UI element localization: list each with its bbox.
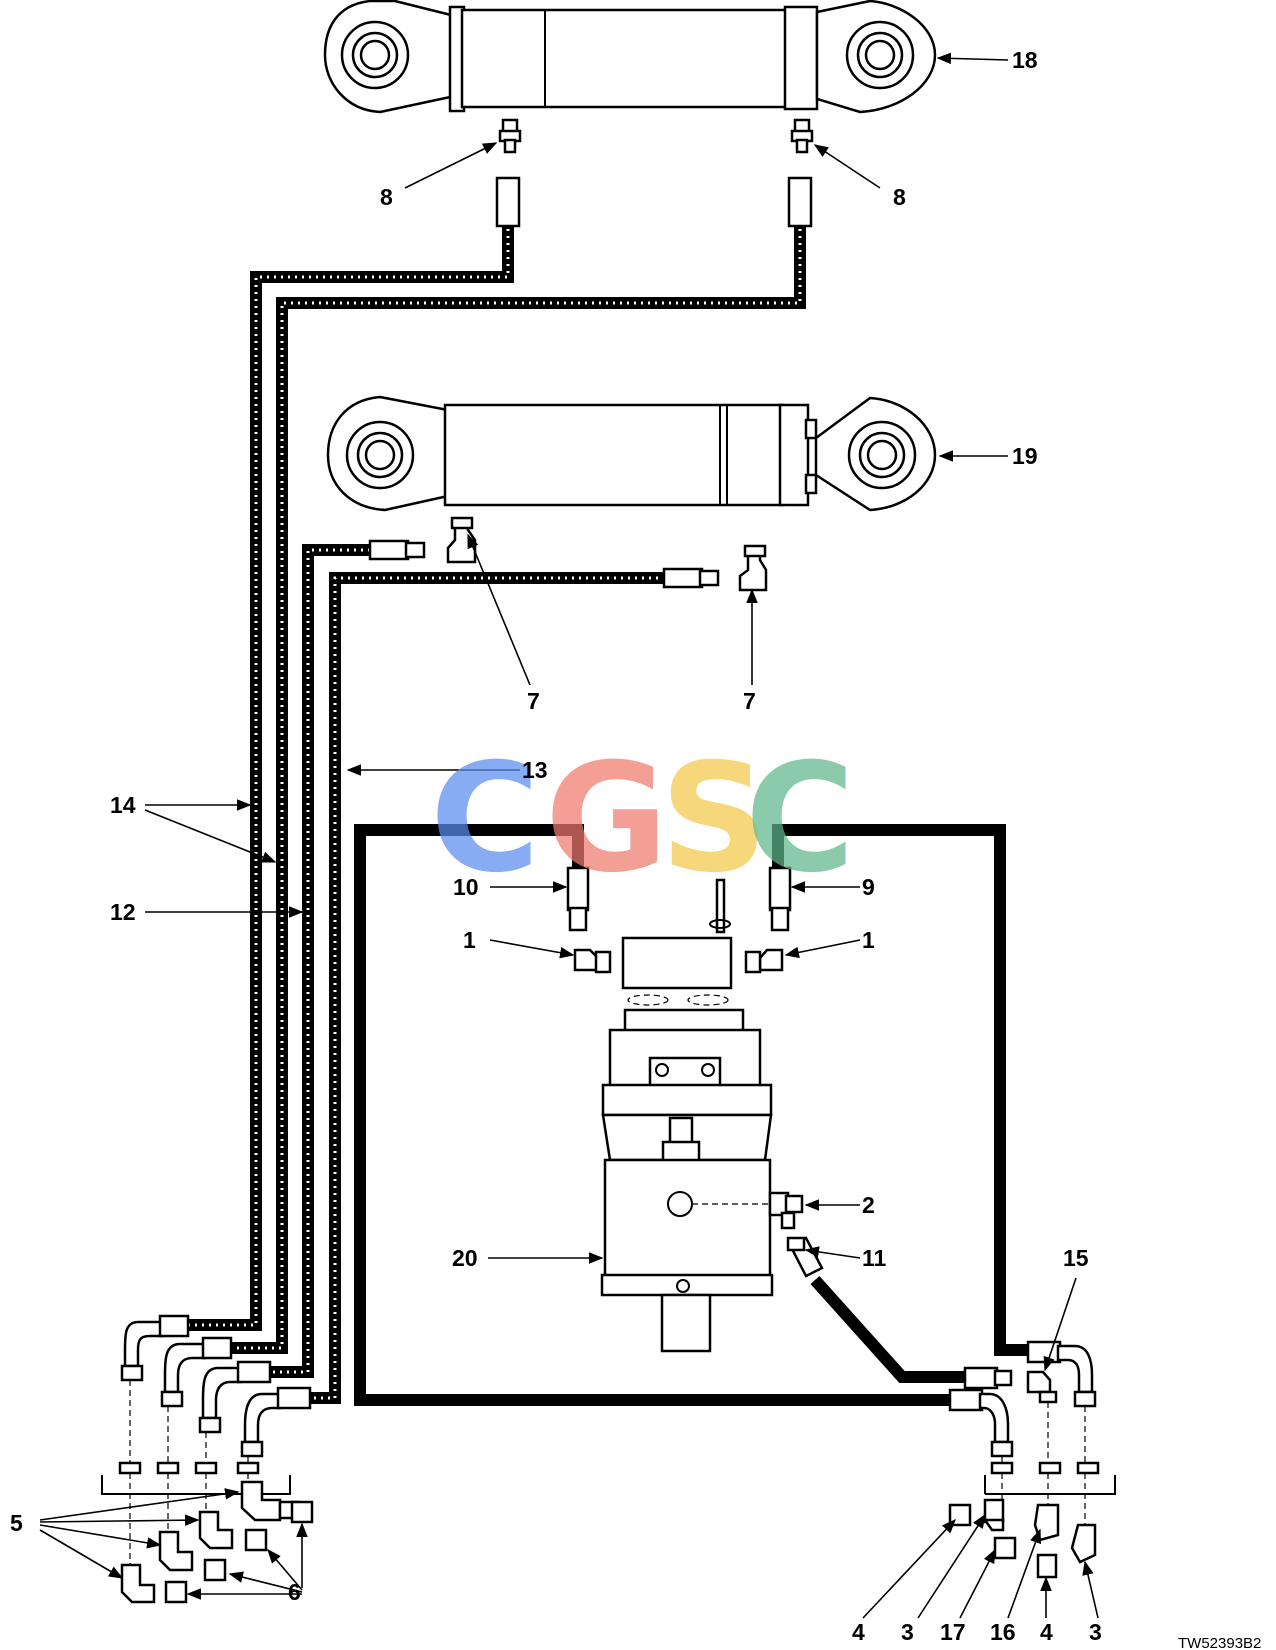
watermark-letter-4: C [745,732,855,906]
callout-8-left: 8 [380,184,393,210]
callout-1-right: 1 [862,927,875,953]
watermark: C G S C [430,732,855,906]
lower-left-fittings [101,1314,314,1604]
watermark-letter-1: C [430,732,540,906]
leader-lines [39,52,1099,1619]
callout-19: 19 [1012,443,1038,469]
callout-8-right: 8 [893,184,906,210]
hose-ends-upper [368,176,813,592]
callout-7-left: 7 [527,688,540,714]
callout-17: 17 [940,1619,966,1645]
motor-assembly-20 [566,866,824,1353]
callout-13: 13 [522,757,548,783]
hydraulic-cylinder-18 [323,0,937,154]
callout-10: 10 [453,874,479,900]
watermark-letter-3: S [660,732,768,906]
callout-7-right: 7 [743,688,756,714]
callout-15: 15 [1063,1245,1089,1271]
callout-9: 9 [862,874,875,900]
callout-5: 5 [10,1510,23,1536]
watermark-letter-2: G [545,732,668,906]
callout-18: 18 [1012,47,1038,73]
callout-3-right: 3 [1089,1619,1102,1645]
callout-20: 20 [452,1245,478,1271]
callout-3-left: 3 [901,1619,914,1645]
callout-11: 11 [862,1245,887,1271]
callout-4-right: 4 [1040,1619,1053,1645]
callout-12: 12 [110,899,136,925]
callout-16: 16 [990,1619,1016,1645]
hoses [175,222,1030,1406]
callout-6: 6 [288,1579,301,1605]
callout-labels: 18 19 8 8 7 7 13 14 12 10 9 1 1 2 11 20 … [10,47,1102,1645]
lower-right-fittings [948,1340,1116,1579]
callout-14: 14 [110,792,136,818]
callout-2: 2 [862,1192,875,1218]
callout-1-left: 1 [463,927,476,953]
callout-4-left: 4 [852,1619,865,1645]
hydraulic-cylinder-19 [326,395,937,512]
figure-id: TW52393B2 [1178,1635,1261,1650]
